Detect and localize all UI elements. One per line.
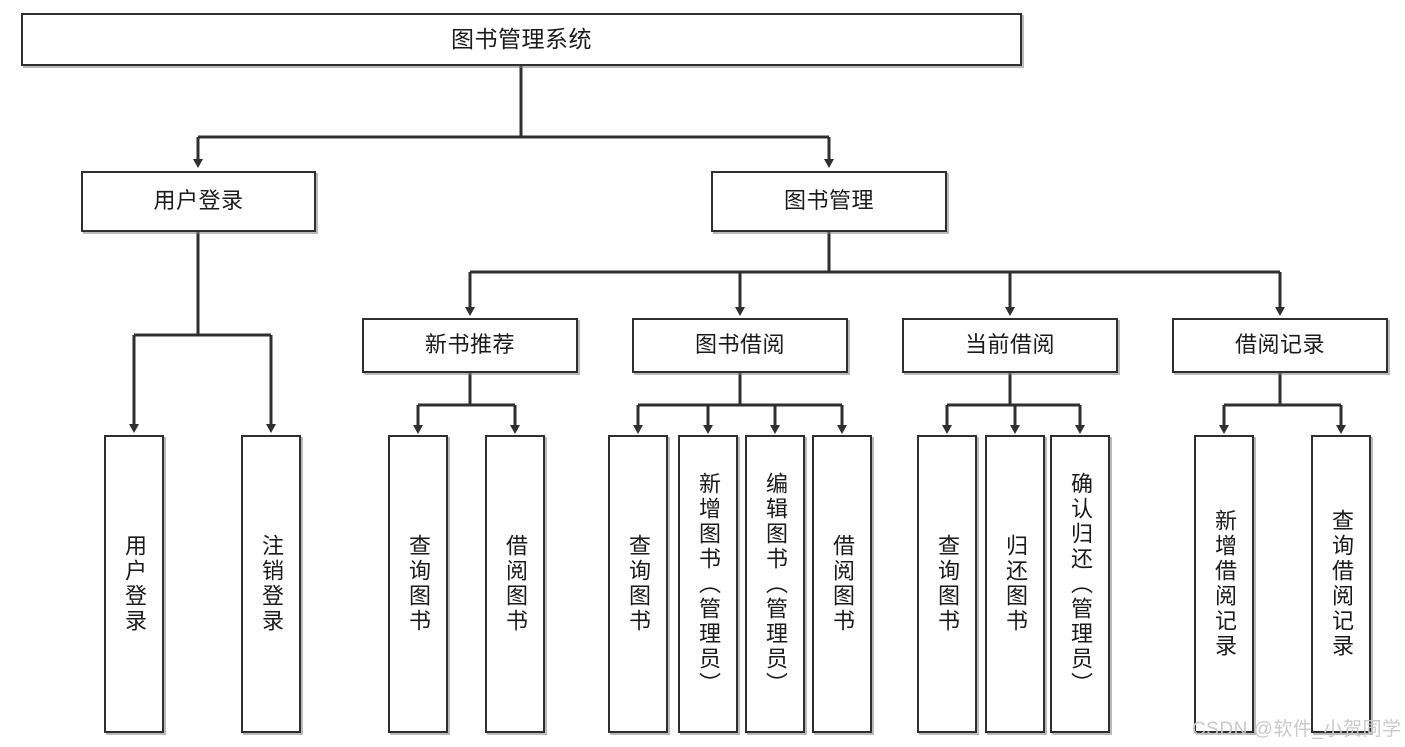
node-current-borrow[interactable]: 当前借阅 bbox=[902, 318, 1118, 373]
leaf-confirm-return-label: 确认归还（管理员） bbox=[1068, 471, 1093, 697]
leaf-query-book-3-label: 查询图书 bbox=[935, 534, 960, 634]
node-book-manage[interactable]: 图书管理 bbox=[711, 171, 947, 232]
leaf-add-record[interactable]: 新增借阅记录 bbox=[1194, 435, 1254, 733]
leaf-confirm-return[interactable]: 确认归还（管理员） bbox=[1050, 435, 1110, 733]
leaf-borrow-book-1-label: 借阅图书 bbox=[503, 534, 528, 634]
leaf-add-book[interactable]: 新增图书（管理员） bbox=[678, 435, 738, 733]
node-root-label: 图书管理系统 bbox=[451, 25, 592, 52]
leaf-query-book-1[interactable]: 查询图书 bbox=[388, 435, 448, 733]
leaf-borrow-book-2[interactable]: 借阅图书 bbox=[812, 435, 872, 733]
leaf-query-book-2[interactable]: 查询图书 bbox=[608, 435, 668, 733]
leaf-query-record-label: 查询借阅记录 bbox=[1329, 509, 1354, 659]
node-root[interactable]: 图书管理系统 bbox=[21, 13, 1022, 66]
leaf-user-login-label: 用户登录 bbox=[122, 534, 147, 634]
node-new-book-rec-label: 新书推荐 bbox=[424, 332, 515, 358]
node-borrow-record[interactable]: 借阅记录 bbox=[1172, 318, 1388, 373]
node-new-book-rec[interactable]: 新书推荐 bbox=[362, 318, 578, 373]
node-borrow-record-label: 借阅记录 bbox=[1234, 332, 1325, 358]
node-user-login-label: 用户登录 bbox=[153, 188, 244, 214]
leaf-borrow-book-2-label: 借阅图书 bbox=[830, 534, 855, 634]
leaf-borrow-book-1[interactable]: 借阅图书 bbox=[485, 435, 545, 733]
leaf-logout-label: 注销登录 bbox=[259, 534, 284, 634]
leaf-return-book-label: 归还图书 bbox=[1003, 534, 1028, 634]
leaf-user-login[interactable]: 用户登录 bbox=[104, 435, 164, 733]
leaf-add-record-label: 新增借阅记录 bbox=[1212, 509, 1237, 659]
leaf-query-book-3[interactable]: 查询图书 bbox=[917, 435, 977, 733]
leaf-query-book-1-label: 查询图书 bbox=[406, 534, 431, 634]
leaf-return-book[interactable]: 归还图书 bbox=[985, 435, 1045, 733]
watermark: CSDN @软件_小贺同学 bbox=[1192, 719, 1402, 740]
leaf-add-book-label: 新增图书（管理员） bbox=[696, 471, 721, 697]
leaf-query-record[interactable]: 查询借阅记录 bbox=[1311, 435, 1371, 733]
node-user-login[interactable]: 用户登录 bbox=[81, 171, 316, 232]
leaf-logout[interactable]: 注销登录 bbox=[241, 435, 301, 733]
node-book-manage-label: 图书管理 bbox=[783, 188, 874, 214]
node-current-borrow-label: 当前借阅 bbox=[964, 332, 1055, 358]
leaf-edit-book-label: 编辑图书（管理员） bbox=[763, 471, 788, 697]
node-book-borrow-label: 图书借阅 bbox=[694, 332, 785, 358]
leaf-query-book-2-label: 查询图书 bbox=[626, 534, 651, 634]
node-book-borrow[interactable]: 图书借阅 bbox=[632, 318, 848, 373]
leaf-edit-book[interactable]: 编辑图书（管理员） bbox=[745, 435, 805, 733]
